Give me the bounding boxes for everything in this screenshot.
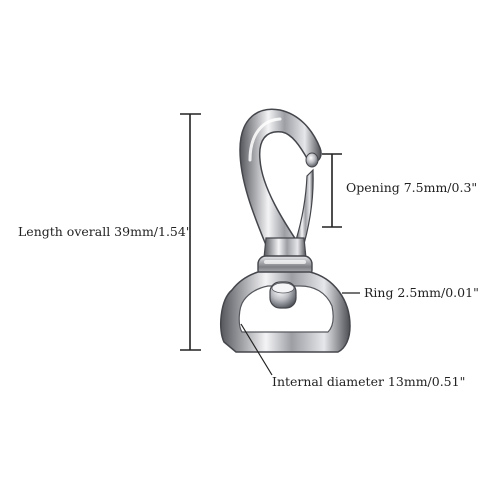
spring-gate (295, 168, 314, 245)
hook-shank (263, 237, 307, 259)
opening-dimension (322, 153, 342, 228)
hook-body (239, 108, 322, 251)
d-ring-inner (238, 285, 334, 333)
ring-label: Ring 2.5mm/0.01" (364, 285, 479, 300)
length-dimension (180, 113, 201, 351)
swivel-collar-highlight (264, 260, 306, 264)
swivel-pin-head (271, 282, 295, 294)
internal-diameter-leader-line (240, 323, 273, 376)
gate-tip (305, 152, 319, 168)
hook-highlight (248, 117, 282, 162)
swivel-snap-hook (239, 108, 322, 279)
opening-label: Opening 7.5mm/0.3" (346, 180, 477, 195)
length-label: Length overall 39mm/1.54" (18, 224, 192, 239)
swivel-d-ring (219, 271, 351, 353)
internal-diameter-label: Internal diameter 13mm/0.51" (272, 374, 465, 389)
